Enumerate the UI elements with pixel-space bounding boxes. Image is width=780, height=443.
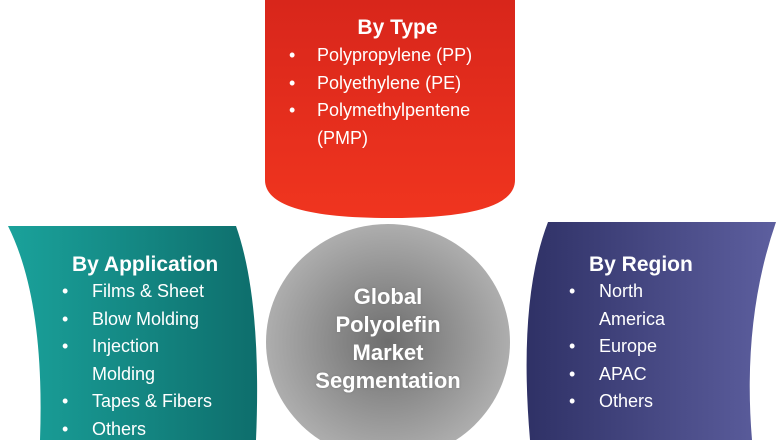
list-item: •Films & Sheet [58,278,258,306]
list-item: •North [565,278,745,306]
by-region-panel: By Region •North America •Europe •APAC •… [565,253,745,416]
list-item: •Others [58,416,258,443]
by-application-title: By Application [72,253,258,277]
center-title: Global Polyolefin Market Segmentation [290,283,486,395]
list-item-continuation: America [565,306,745,334]
list-item: •Polypropylene (PP) [285,42,510,70]
list-item-continuation: Molding [58,361,258,389]
list-item: •APAC [565,361,745,389]
list-item: •Tapes & Fibers [58,388,258,416]
by-region-title: By Region [589,253,745,277]
list-item: •Polyethylene (PE) [285,70,510,98]
list-item: •Europe [565,333,745,361]
by-type-panel: By Type •Polypropylene (PP) •Polyethylen… [285,16,510,152]
list-item: •Injection [58,333,258,361]
by-type-title: By Type [285,16,510,40]
list-item-continuation: (PMP) [285,125,510,153]
list-item: •Blow Molding [58,306,258,334]
list-item: •Others [565,388,745,416]
list-item: •Polymethylpentene [285,97,510,125]
by-application-panel: By Application •Films & Sheet •Blow Mold… [58,253,258,443]
